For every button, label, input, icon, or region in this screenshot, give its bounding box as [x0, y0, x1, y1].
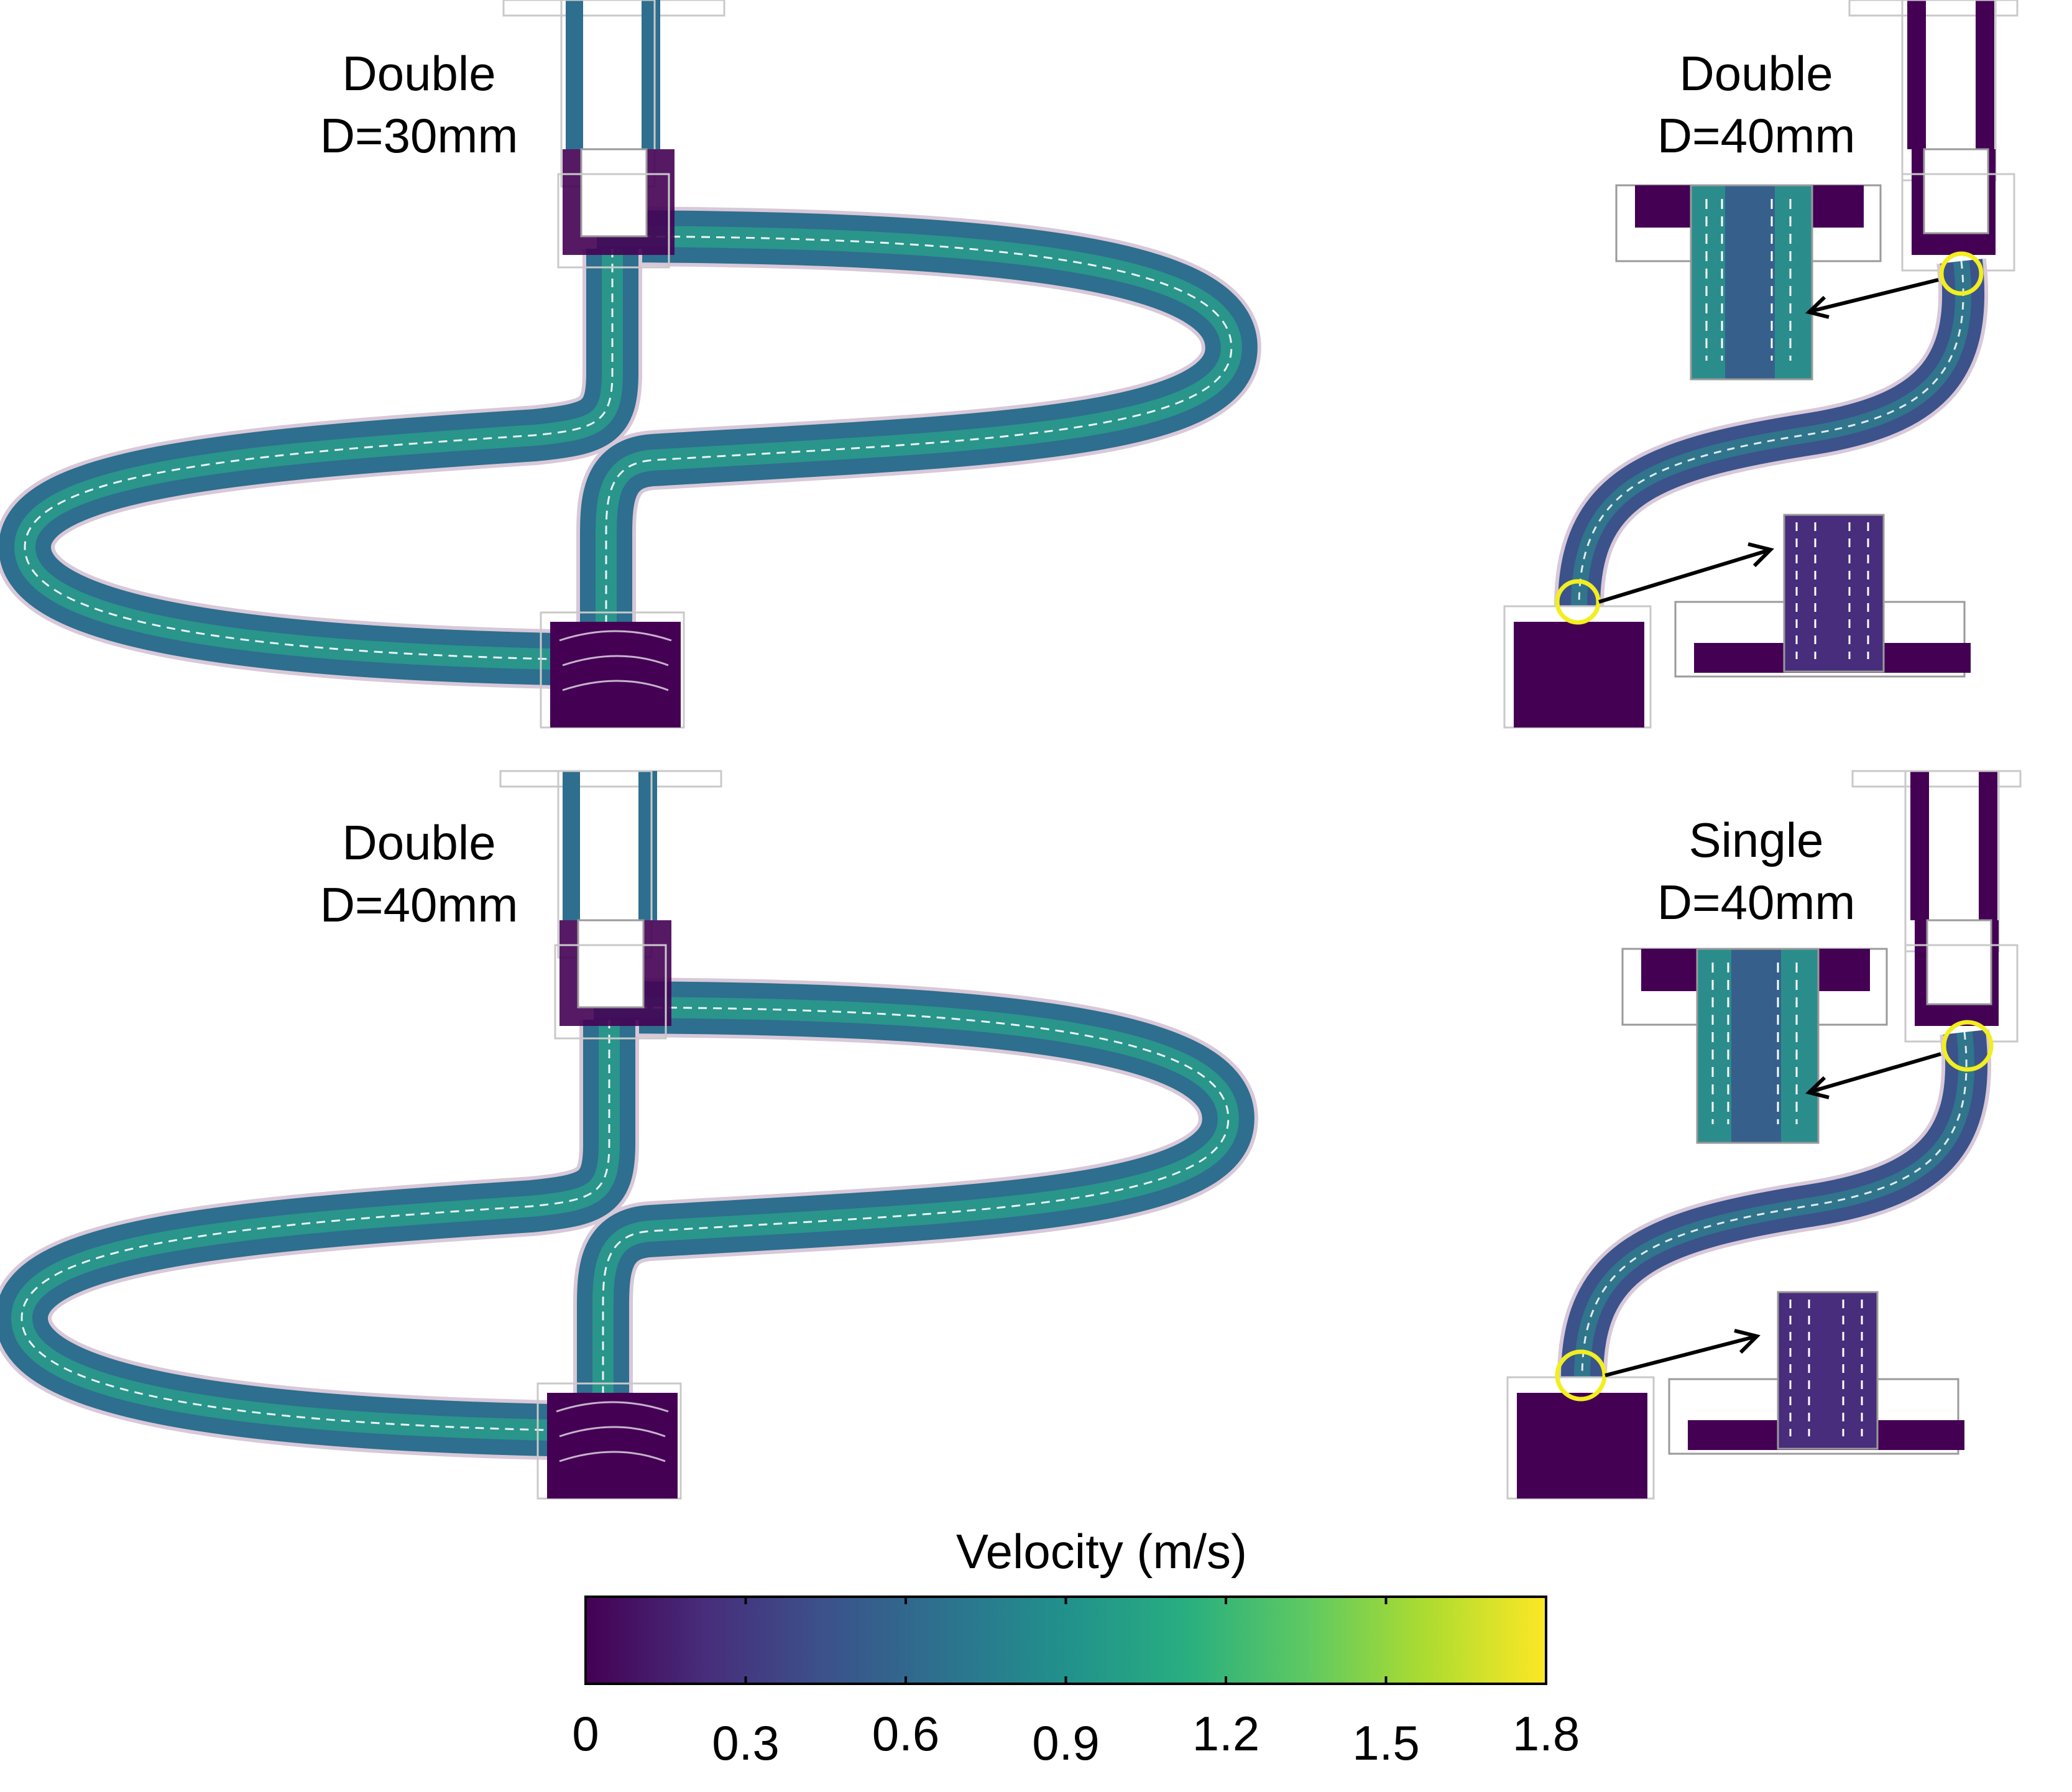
panel-bottom-right-line2: D=40mm: [1657, 875, 1856, 930]
zoom-arrow-top: [1812, 278, 1939, 313]
panel-top-left-line1: Double: [342, 46, 495, 101]
panel-bottom-right-line1: Single: [1689, 813, 1824, 867]
panel-bottom-left: Double D=40mm: [22, 771, 1228, 1499]
colorbar-tick-label: 1.5: [1352, 1716, 1419, 1770]
colorbar-tick-label: 0.6: [872, 1706, 939, 1761]
colorbar-tick-label: 0.3: [712, 1716, 779, 1770]
panel-bottom-left-line1: Double: [342, 815, 495, 870]
colorbar-tick-label: 0: [572, 1706, 599, 1761]
zoom-arrow-bottom: [1605, 1335, 1755, 1377]
panel-bottom-left-line2: D=40mm: [320, 877, 518, 932]
colorbar: Velocity (m/s) 0 0.3 0.6 0.9 1.2 1.5 1.8: [572, 1524, 1580, 1770]
highlight-circle-bottom: [1555, 579, 1601, 625]
zoom-arrow-top: [1812, 1052, 1941, 1093]
panel-top-right-line1: Double: [1679, 46, 1833, 101]
zoom-arrow-bottom: [1598, 548, 1769, 604]
panel-bottom-right: Single D=40mm: [1508, 771, 2020, 1499]
colorbar-title: Velocity (m/s): [956, 1524, 1247, 1579]
highlight-circle-top: [1939, 251, 1984, 296]
panel-top-left: Double D=30mm: [25, 0, 1232, 727]
highlight-circle-bottom: [1555, 1349, 1607, 1402]
panel-top-right: Double D=40mm: [1504, 0, 2017, 727]
colorbar-tick-label: 0.9: [1032, 1716, 1099, 1770]
colorbar-tick-label: 1.2: [1192, 1706, 1259, 1761]
panel-top-left-line2: D=30mm: [320, 108, 518, 163]
colorbar-tick-label: 1.8: [1513, 1706, 1580, 1761]
panel-top-right-line2: D=40mm: [1657, 108, 1856, 163]
highlight-circle-top: [1941, 1020, 1994, 1072]
colorbar-gradient: [584, 1596, 1547, 1685]
